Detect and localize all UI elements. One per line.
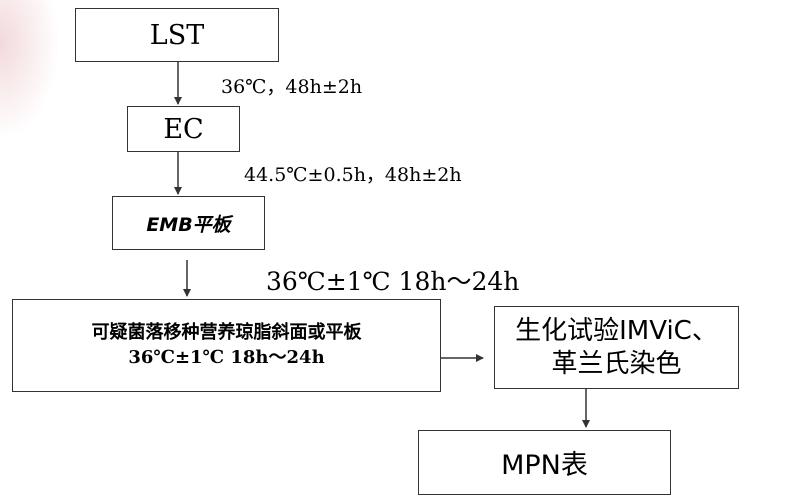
biochem-line-1: 生化试验IMViC、: [515, 316, 718, 346]
ec-box: EC: [127, 106, 240, 152]
condition-emb-to-transfer: 36℃±1℃ 18h～24h: [266, 267, 520, 296]
condition-ec-to-emb: 44.5℃±0.5h，48h±2h: [244, 164, 462, 186]
transfer-line-2: 36℃±1℃ 18h～24h: [128, 346, 325, 368]
condition-lst-to-ec: 36℃，48h±2h: [221, 76, 363, 98]
mpn-table-label: MPN表: [501, 450, 588, 481]
emb-plate-label: EMB平板: [146, 213, 231, 236]
ec-label: EC: [163, 113, 204, 145]
emb-plate-box: EMB平板: [112, 196, 265, 250]
lst-box: LST: [75, 8, 279, 62]
transfer-line-1: 可疑菌落移种营养琼脂斜面或平板: [91, 322, 362, 344]
background-decoration: [0, 0, 60, 140]
biochem-box: 生化试验IMViC、 革兰氏染色: [494, 306, 739, 389]
mpn-table-box: MPN表: [418, 430, 671, 495]
biochem-line-2: 革兰氏染色: [551, 348, 682, 379]
lst-label: LST: [149, 19, 205, 51]
transfer-box: 可疑菌落移种营养琼脂斜面或平板 36℃±1℃ 18h～24h: [12, 299, 441, 392]
